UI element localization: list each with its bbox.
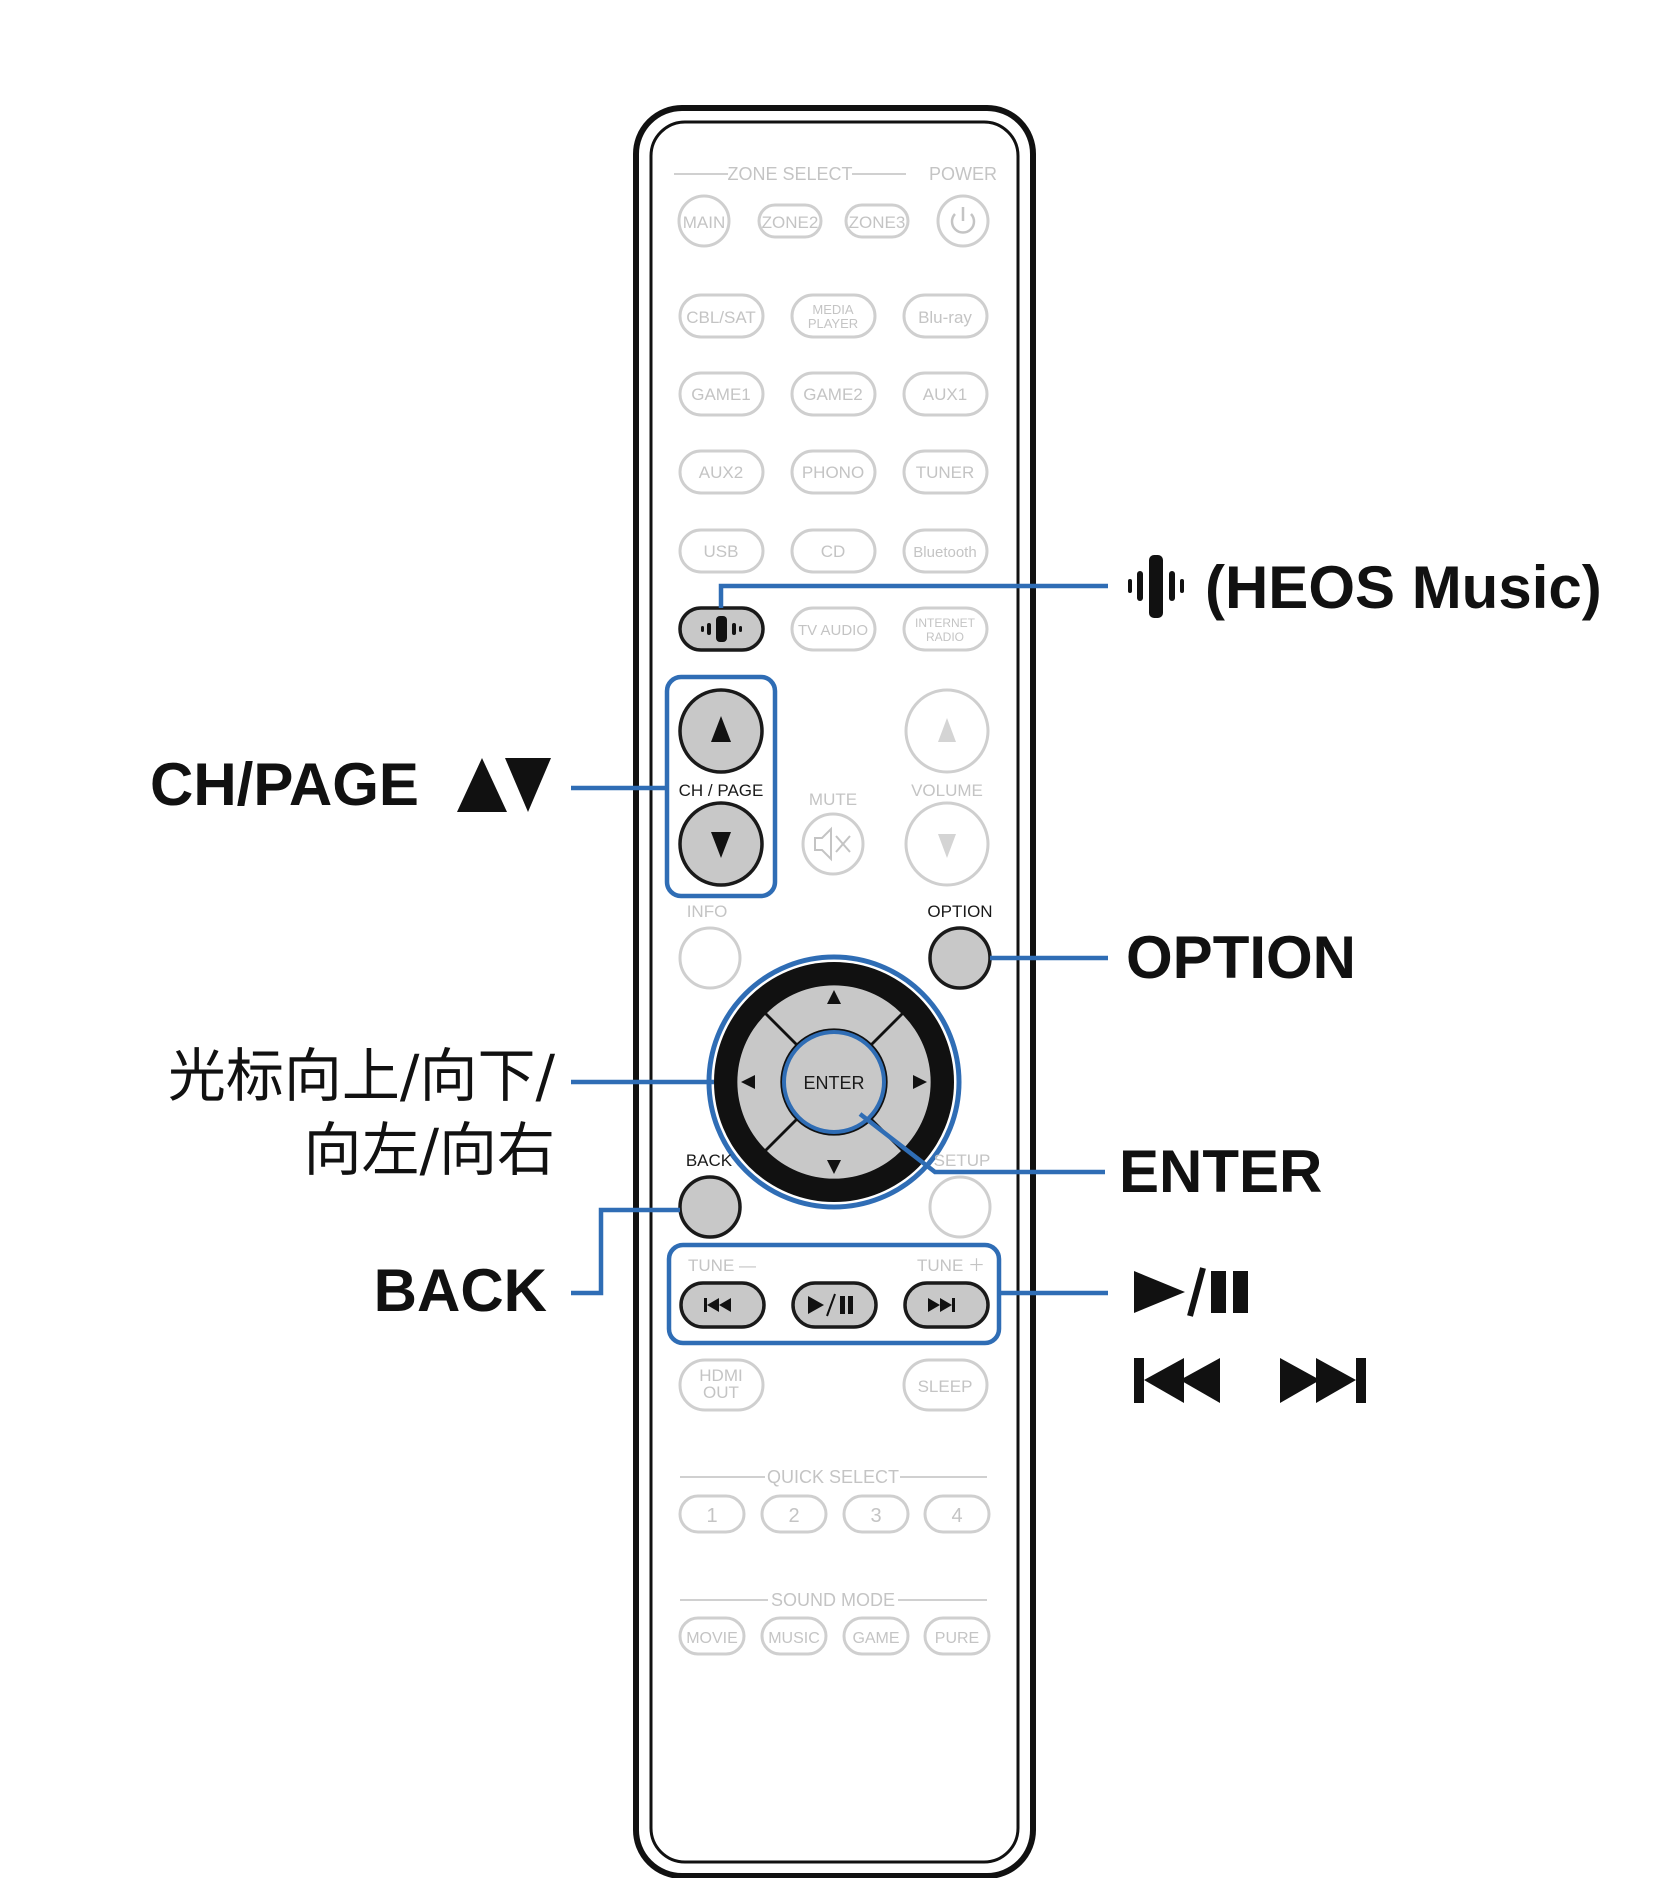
up-triangle-icon: [457, 758, 507, 812]
usb-button[interactable]: USB: [704, 542, 739, 561]
mute-icon: [814, 826, 832, 862]
zone-select-label: ZONE SELECT: [727, 164, 852, 184]
game-button[interactable]: GAME: [852, 1630, 899, 1647]
sound-mode-section: SOUND MODE MOVIE MUSIC GAME PURE: [678, 1590, 991, 1656]
setup-button[interactable]: [928, 1175, 992, 1239]
heos-callout-label: (HEOS Music): [1205, 554, 1602, 621]
skip-back-skip-forward-icon: [1134, 1358, 1366, 1403]
skip-back-button[interactable]: [679, 1281, 766, 1329]
power-button[interactable]: [936, 194, 990, 248]
cd-button[interactable]: CD: [821, 542, 846, 561]
ch-page-up-button[interactable]: [678, 688, 764, 774]
option-callout-label: OPTION: [1126, 924, 1356, 991]
cursor-down-button[interactable]: [767, 1121, 901, 1179]
bluetooth-button[interactable]: Bluetooth: [913, 544, 976, 561]
cursor-callout-line-2: 向左/向右: [303, 1116, 555, 1184]
tv-audio-button[interactable]: TV AUDIO: [798, 622, 868, 639]
heos-icon: [701, 616, 742, 642]
volume-down-button[interactable]: [904, 801, 990, 887]
game2-button[interactable]: GAME2: [803, 385, 863, 404]
tune-minus-label: TUNE —: [688, 1256, 756, 1275]
transport-section: TUNE — TUNE ＋: [666, 1242, 1002, 1346]
callout-lines: [571, 583, 1108, 1296]
media-player-label-2[interactable]: PLAYER: [808, 316, 858, 331]
music-button[interactable]: MUSIC: [768, 1630, 820, 1647]
back-button[interactable]: [678, 1175, 742, 1239]
play-pause-button[interactable]: [791, 1281, 878, 1329]
channel-volume-section: CH / PAGE MUTE VOLUME: [664, 674, 990, 899]
quick-select-label: QUICK SELECT: [767, 1467, 899, 1487]
mute-label: MUTE: [809, 790, 857, 809]
media-player-label-1[interactable]: MEDIA: [812, 302, 854, 317]
volume-label: VOLUME: [911, 781, 983, 800]
pure-button[interactable]: PURE: [935, 1630, 979, 1647]
quick-select-section: QUICK SELECT 1 2 3 4: [678, 1467, 991, 1534]
quick-select-2[interactable]: 2: [788, 1505, 799, 1527]
zone-select-section: ZONE SELECT POWER MAIN ZONE2 ZONE3: [674, 164, 997, 248]
heos-callout: (HEOS Music): [1128, 554, 1602, 621]
tune-plus-label: TUNE ＋: [917, 1256, 985, 1275]
power-icon: [950, 213, 976, 234]
ch-page-label: CH / PAGE: [679, 781, 764, 800]
enter-button[interactable]: [782, 1030, 886, 1134]
cursor-up-button[interactable]: [767, 985, 901, 1043]
sleep-button[interactable]: SLEEP: [918, 1377, 973, 1396]
internet-radio-label-1[interactable]: INTERNET: [915, 616, 976, 630]
skip-forward-button[interactable]: [903, 1281, 990, 1329]
heos-button[interactable]: [678, 606, 765, 652]
bluray-button[interactable]: Blu-ray: [918, 308, 972, 327]
main-button[interactable]: MAIN: [683, 213, 726, 232]
back-callout-label: BACK: [374, 1257, 547, 1324]
tuner-button[interactable]: TUNER: [916, 463, 975, 482]
ch-page-down-button[interactable]: [678, 801, 764, 887]
ch-page-callout-label: CH/PAGE: [150, 751, 419, 818]
cursor-callout-line-1: 光标向上/向下/: [168, 1042, 556, 1110]
quick-select-4[interactable]: 4: [951, 1505, 962, 1527]
cursor-left-button[interactable]: [737, 1015, 795, 1149]
play-pause-icon: [1134, 1267, 1248, 1317]
quick-select-1[interactable]: 1: [706, 1505, 717, 1527]
info-label: INFO: [687, 902, 728, 921]
hdmi-out-label-1[interactable]: HDMI: [699, 1366, 742, 1385]
aux2-button[interactable]: AUX2: [699, 463, 743, 482]
power-label: POWER: [929, 164, 997, 184]
info-button[interactable]: [678, 926, 742, 990]
enter-label: ENTER: [803, 1073, 864, 1093]
aux1-button[interactable]: AUX1: [923, 385, 967, 404]
game1-button[interactable]: GAME1: [691, 385, 751, 404]
setup-label: SETUP: [934, 1151, 991, 1170]
zone3-button[interactable]: ZONE3: [849, 213, 906, 232]
enter-callout-label: ENTER: [1119, 1138, 1322, 1205]
down-triangle-icon: [505, 758, 551, 812]
heos-icon: [1128, 555, 1184, 618]
cursor-right-button[interactable]: [873, 1015, 931, 1149]
hdmi-out-label-2[interactable]: OUT: [703, 1383, 739, 1402]
back-label: BACK: [686, 1151, 733, 1170]
phono-button[interactable]: PHONO: [802, 463, 864, 482]
option-button[interactable]: [928, 926, 992, 990]
volume-up-button[interactable]: [904, 688, 990, 774]
movie-button[interactable]: MOVIE: [686, 1630, 738, 1647]
sound-mode-label: SOUND MODE: [771, 1590, 895, 1610]
option-label: OPTION: [927, 902, 992, 921]
cbl-sat-button[interactable]: CBL/SAT: [686, 308, 756, 327]
source-buttons: CBL/SAT MEDIA PLAYER Blu-ray GAME1 GAME2…: [678, 293, 989, 652]
ch-page-callout: CH/PAGE: [150, 751, 551, 818]
cursor-pad: ENTER: [706, 954, 962, 1210]
quick-select-3[interactable]: 3: [870, 1505, 881, 1527]
internet-radio-label-2[interactable]: RADIO: [926, 630, 964, 644]
mute-button[interactable]: [801, 812, 865, 876]
zone2-button[interactable]: ZONE2: [762, 213, 819, 232]
